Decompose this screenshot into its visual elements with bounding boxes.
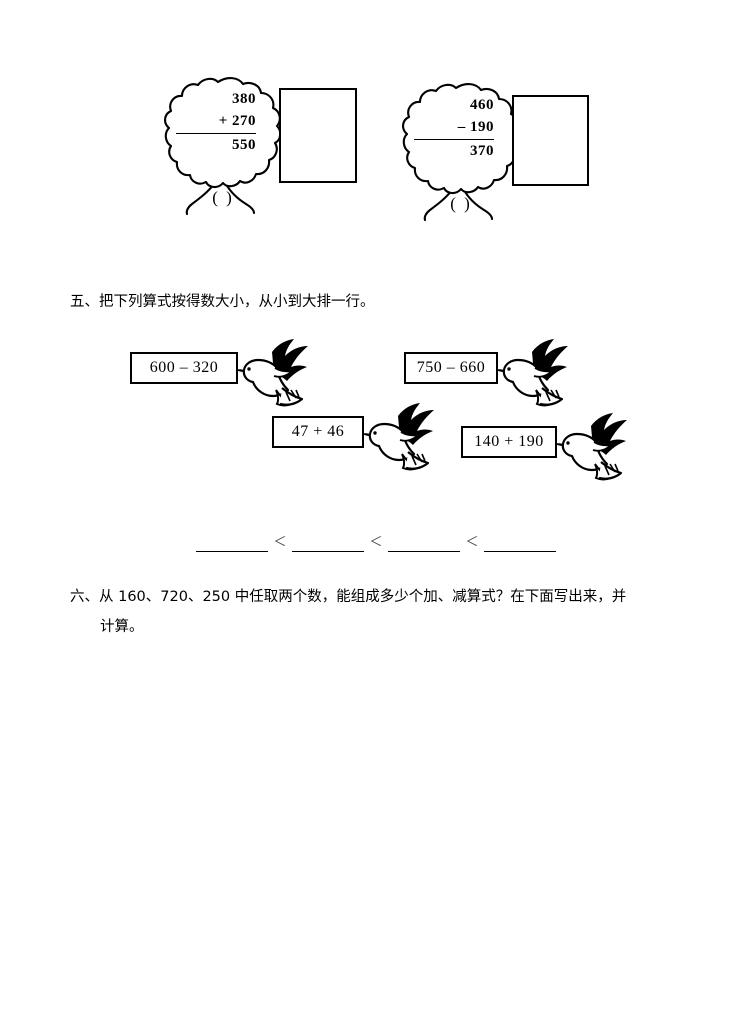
dove-exercise-section: 600 – 320 750 – 660 47 + 46 xyxy=(0,320,736,560)
tree-operation-row: – 190 xyxy=(414,116,494,140)
tree-shape-icon xyxy=(164,77,282,216)
dove-icon xyxy=(362,403,434,471)
dove-item-3: 47 + 46 xyxy=(272,402,434,482)
tree-shape-icon xyxy=(402,83,520,222)
comparator-2: ＜ xyxy=(369,534,383,549)
answer-blank-4[interactable] xyxy=(484,536,556,552)
question-six-heading: 六、从 160、720、250 中任取两个数，能组成多少个加、减算式？在下面写出… xyxy=(70,589,627,605)
dove-icon xyxy=(236,339,308,407)
tree-result: 370 xyxy=(470,143,494,159)
tree-top-number: 380 xyxy=(232,91,256,107)
answer-blank-3[interactable] xyxy=(388,536,460,552)
tree-vertical-calculation: 380 + 270 550 xyxy=(176,88,256,156)
dove-icon xyxy=(496,339,568,407)
tree-answer-parentheses[interactable]: ( ) xyxy=(212,188,234,207)
comparator-3: ＜ xyxy=(465,534,479,549)
answer-blank-2[interactable] xyxy=(292,536,364,552)
question-six-continuation: 计算。 xyxy=(100,619,144,635)
tree-item-addition: 380 + 270 550 ( ) xyxy=(148,72,298,222)
expression-box-3[interactable]: 47 + 46 xyxy=(272,416,364,448)
comparator-1: ＜ xyxy=(273,534,287,549)
dove-icon xyxy=(555,413,627,481)
ordering-answer-row: ＜ ＜ ＜ xyxy=(196,528,556,552)
dove-item-2: 750 – 660 xyxy=(404,338,568,418)
tree-vertical-calculation: 460 – 190 370 xyxy=(414,94,494,162)
tree-exercise-section: 380 + 270 550 ( ) 460 – 190 370 ( ) xyxy=(0,0,736,240)
tree-item-subtraction: 460 – 190 370 ( ) xyxy=(386,78,536,228)
dove-item-4: 140 + 190 xyxy=(461,412,627,492)
expression-box-2[interactable]: 750 – 660 xyxy=(404,352,498,384)
dove-item-1: 600 – 320 xyxy=(130,338,308,418)
tree-result: 550 xyxy=(232,137,256,153)
tree-top-number: 460 xyxy=(470,97,494,113)
answer-box-1[interactable] xyxy=(279,88,357,183)
expression-box-4[interactable]: 140 + 190 xyxy=(461,426,557,458)
question-five-heading: 五、把下列算式按得数大小，从小到大排一行。 xyxy=(70,294,375,310)
tree-operation-row: + 270 xyxy=(176,110,256,134)
expression-box-1[interactable]: 600 – 320 xyxy=(130,352,238,384)
tree-answer-parentheses[interactable]: ( ) xyxy=(450,194,472,213)
answer-blank-1[interactable] xyxy=(196,536,268,552)
answer-box-2[interactable] xyxy=(512,95,589,186)
